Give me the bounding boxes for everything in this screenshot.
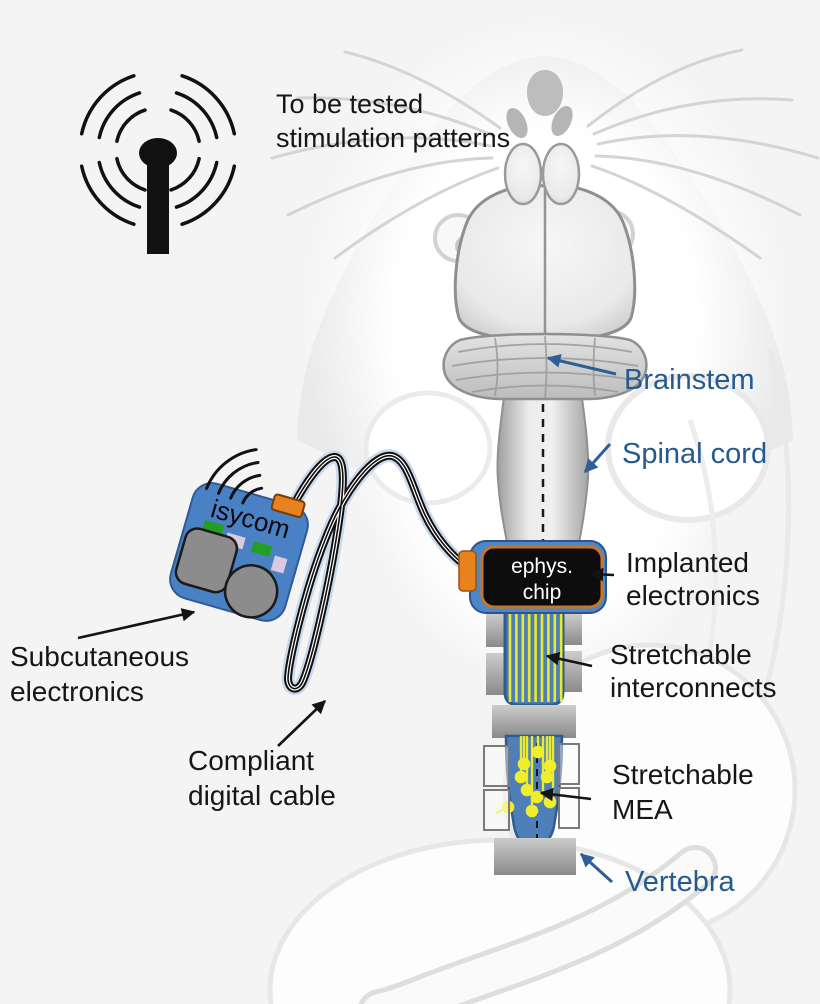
interconnect-traces: [508, 613, 563, 702]
subcutaneous-label-line2: electronics: [10, 676, 144, 707]
spinal-cord-label: Spinal cord: [622, 438, 767, 470]
device-connector: [270, 493, 306, 519]
spinal-cord-arrow: [583, 443, 612, 474]
olfactory-bulb-left: [503, 142, 543, 206]
vertebra-outlines: [483, 743, 580, 831]
chip-label-line1: ephys.: [511, 555, 573, 578]
nose: [527, 70, 563, 116]
subcutaneous-device: isycom: [169, 482, 309, 622]
compliant-digital-cable: [281, 449, 473, 695]
subcutaneous-arrow: [77, 608, 196, 640]
left-eye: [506, 108, 528, 138]
cerebellum-folds: [451, 335, 639, 399]
stimulation-note-line2: stimulation patterns: [276, 123, 510, 153]
stretchable-mea-label-line1: Stretchable: [612, 759, 754, 790]
vertebra-block-bottom: [494, 838, 576, 875]
vertebra-blocks: [486, 614, 582, 695]
whiskers: [270, 48, 820, 260]
cerebellum: [442, 332, 648, 401]
vertebra-label: Vertebra: [625, 866, 735, 898]
brainstem-arrow: [546, 354, 617, 376]
device-pink-component-2: [270, 555, 288, 574]
left-forepaw: [363, 390, 493, 506]
tail-inner: [363, 850, 713, 1004]
implanted-electronics-label-line2: electronics: [626, 580, 760, 611]
chip-label-line2: chip: [523, 581, 562, 604]
annotation-arrows: [77, 354, 617, 884]
subcutaneous-label-line1: Subcutaneous: [10, 641, 189, 672]
compliant-cable-label-line2: digital cable: [188, 780, 336, 811]
right-eye: [551, 106, 573, 136]
stretchable-interconnect-strip: [503, 608, 565, 707]
radio-waves-icon: [79, 74, 237, 226]
rf-antenna-icon: [79, 74, 237, 254]
implant-connector: [458, 550, 477, 592]
stretchable-interconnects-label-line1: Stretchable: [610, 639, 752, 670]
interconnects-arrow: [545, 652, 593, 668]
stretchable-interconnects-label-line2: interconnects: [610, 672, 777, 703]
vertebra-arrow: [579, 852, 614, 884]
vertebra-block-middle: [492, 705, 576, 738]
mea-arrow: [539, 787, 592, 802]
brain: [442, 142, 648, 401]
implanted-electronics-label-line1: Implanted: [626, 547, 749, 578]
device-green-component-2: [251, 541, 273, 558]
stretchable-mea-strip: [483, 734, 580, 849]
device-chip-module: [174, 527, 239, 594]
device-battery: [223, 564, 279, 619]
text-labels: To be tested stimulation patterns Brains…: [10, 89, 777, 898]
implanted-electronics-arrow: [589, 567, 615, 582]
compliant-cable-label-line1: Compliant: [188, 745, 314, 776]
cable-arrow: [277, 700, 326, 747]
stimulation-note-line1: To be tested: [276, 89, 423, 119]
olfactory-bulb-right: [541, 142, 581, 206]
stretchable-mea-label-line2: MEA: [612, 794, 673, 825]
implanted-electronics-unit: ephys. chip: [458, 540, 607, 614]
brainstem-label: Brainstem: [624, 364, 755, 396]
wireless-signal-icon: [205, 448, 264, 505]
